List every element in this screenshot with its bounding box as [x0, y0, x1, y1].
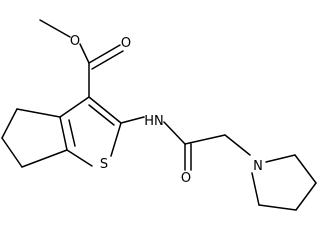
- atom-thiophene-S: S: [100, 157, 108, 172]
- atom-amide-NH: HN: [144, 114, 164, 129]
- molecule-drawing: O O HN S O N: [1, 19, 317, 211]
- bond-methyl-O: [39, 19, 71, 38]
- bond-Cd-N: [265, 154, 296, 163]
- bond-C6-C7a: [21, 149, 68, 168]
- bond-Cc-Cd: [294, 154, 317, 184]
- bond-C2-S: [110, 122, 122, 157]
- bond-C7a-C3a: [59, 116, 68, 151]
- bond-C4-C5: [1, 108, 18, 139]
- atom-amide-carbonyl-O: O: [181, 171, 191, 186]
- bond-C3-C2-double: [88, 104, 115, 126]
- atom-ester-O: O: [70, 34, 80, 49]
- bond-C3-C2: [88, 96, 122, 124]
- bond-O-carbonylC: [79, 43, 90, 64]
- structure-diagram: O O HN S O N: [1, 19, 317, 211]
- bond-amideC-CH2: [184, 134, 226, 145]
- bond-N-Ca: [251, 172, 260, 206]
- bond-carbonylC-O-double-b: [91, 50, 124, 70]
- bond-CH2-N: [224, 134, 251, 156]
- atom-ester-carbonyl-O: O: [121, 36, 131, 51]
- bond-C3a-C3: [59, 96, 90, 118]
- bond-Ca-Cb: [258, 204, 297, 211]
- bond-C2-NH: [120, 116, 145, 124]
- atom-pyrrolidine-N: N: [253, 159, 263, 174]
- bond-Cb-Cc: [295, 182, 317, 211]
- bond-S-C7a: [66, 149, 93, 167]
- bond-carbonylC-O-double-a: [88, 44, 121, 64]
- bond-C7a-C3a-double: [68, 119, 76, 147]
- bond-NH-carbonylC: [163, 121, 186, 145]
- bond-C3a-C4: [16, 108, 61, 118]
- bond-C5-C6: [1, 137, 23, 168]
